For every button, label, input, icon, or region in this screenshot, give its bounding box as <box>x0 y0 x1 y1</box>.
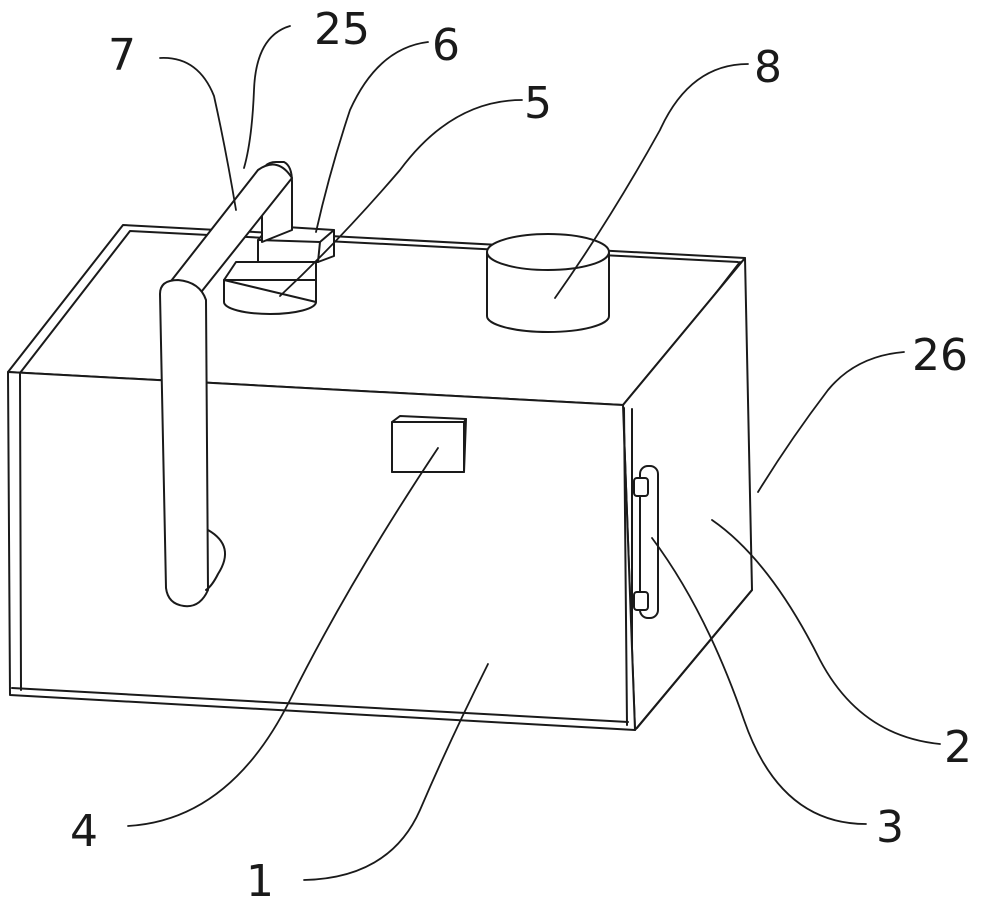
leader-5 <box>279 99 523 297</box>
label-6: 6 <box>432 20 460 71</box>
label-2: 2 <box>944 722 972 773</box>
leader-2 <box>711 519 941 745</box>
label-8: 8 <box>754 42 782 93</box>
label-3: 3 <box>876 802 904 853</box>
pipe <box>159 161 293 608</box>
label-5: 5 <box>524 78 552 129</box>
label-4: 4 <box>70 806 98 857</box>
leader-3 <box>651 537 867 825</box>
leader-6 <box>315 41 429 233</box>
control-panel <box>391 415 467 473</box>
label-1: 1 <box>246 856 274 906</box>
leader-7 <box>159 57 237 211</box>
label-25: 25 <box>314 4 370 55</box>
reference-labels: 7 25 6 5 8 26 2 3 4 1 <box>70 4 972 906</box>
leader-8 <box>554 63 749 299</box>
label-26: 26 <box>912 330 968 381</box>
leader-26 <box>757 351 905 493</box>
leader-1 <box>303 663 489 881</box>
pump-base <box>223 261 317 315</box>
leader-25 <box>243 25 291 169</box>
box-front-face <box>7 371 636 731</box>
label-7: 7 <box>108 30 136 81</box>
top-cylinder <box>486 233 610 333</box>
leader-lines <box>127 25 941 881</box>
side-handle <box>633 465 659 619</box>
leader-4 <box>127 447 439 827</box>
